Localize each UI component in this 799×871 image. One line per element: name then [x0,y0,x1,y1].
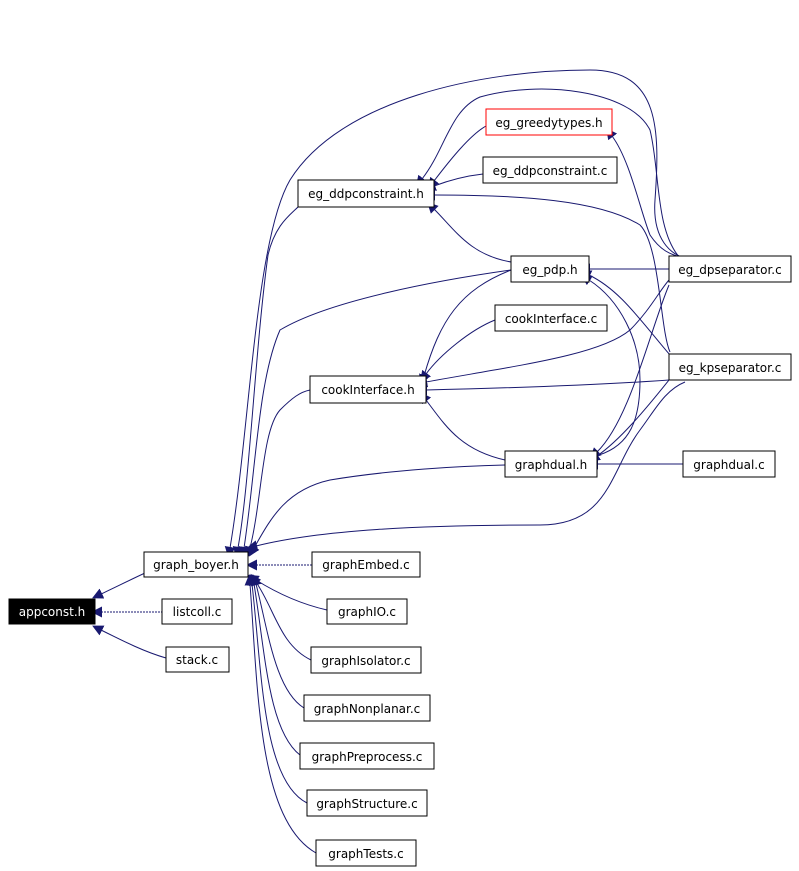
node-label: cookInterface.h [321,383,414,397]
edge-eg-dpseparator-to-cookinterface-h [416,279,670,388]
node-graph-boyer-h[interactable]: graph_boyer.h [143,551,249,578]
node-graphnonplanar-c[interactable]: graphNonplanar.c [303,694,431,722]
edge-graphio-to-graph-boyer [247,574,328,611]
node-label: eg_ddpconstraint.h [308,187,424,201]
node-label: eg_greedytypes.h [495,116,602,130]
node-eg-ddpconstraint-h[interactable]: eg_ddpconstraint.h [297,179,435,208]
edge-eg-kpseparator-to-pdp [580,270,671,356]
edge-eg-kpseparator-to-ddpconstraint-h [424,189,671,353]
edge-graphpreprocess-to-graph-boyer [248,574,301,756]
edge-eg-greedytypes-to-ddpconstraint-h [427,125,487,189]
node-label: eg_ddpconstraint.c [493,164,608,178]
node-graphembed-c[interactable]: graphEmbed.c [311,551,421,578]
node-label: cookInterface.c [505,312,597,326]
node-eg-ddpconstraint-c[interactable]: eg_ddpconstraint.c [482,156,618,184]
edge-eg-dpseparator-to-graph-boyer [224,69,686,558]
node-graphpreprocess-c[interactable]: graphPreprocess.c [299,742,435,770]
node-label: stack.c [176,653,218,667]
node-graphstructure-c[interactable]: graphStructure.c [306,789,428,817]
edge-graphnonplanar-to-graph-boyer [250,574,305,709]
edge-eg-kpseparator-to-cookinterface-h [416,379,670,396]
edge-eg-kpseparator-to-graphdual-h [588,379,670,462]
edge-cookinterface-c-to-h [420,319,496,382]
edge-cookinterface-to-graph-boyer [244,389,311,558]
node-label: graphNonplanar.c [314,702,421,716]
node-label: graphdual.c [693,458,764,472]
node-label: graphStructure.c [316,797,417,811]
edge-eg-pdp-to-graph-boyer [238,269,512,558]
node-label: graphIsolator.c [321,654,410,668]
edge-eg-pdp-to-cookinterface-h [419,269,512,386]
node-cookinterface-c[interactable]: cookInterface.c [494,304,608,332]
edge-graphdual-h-to-cookinterface-h [420,392,506,461]
edge-eg-dpseparator-to-greedytypes [606,128,686,259]
node-label: eg_kpseparator.c [679,361,782,375]
node-eg-pdp-h[interactable]: eg_pdp.h [510,255,590,283]
edge-graphisolator-to-graph-boyer [250,573,312,661]
node-label: graphEmbed.c [322,558,409,572]
node-graphdual-c[interactable]: graphdual.c [682,450,776,478]
node-eg-dpseparator-c[interactable]: eg_dpseparator.c [668,255,792,283]
node-label: eg_dpseparator.c [678,263,781,277]
node-listcoll-c[interactable]: listcoll.c [161,598,233,625]
node-label: graphTests.c [328,847,403,861]
edge-graphdual-h-to-pdp [580,274,641,456]
node-stack-c[interactable]: stack.c [165,646,230,673]
node-eg-kpseparator-c[interactable]: eg_kpseparator.c [668,353,792,381]
edge-eg-dpseparator-to-ddpconstraint-h [415,88,681,259]
edge-stack-to-appconst [92,625,167,659]
node-label: graphIO.c [338,605,396,619]
edge-eg-ddpconstraint-to-graph-boyer [232,206,299,558]
node-label: appconst.h [19,605,86,619]
node-label: listcoll.c [173,605,222,619]
edge-eg-pdp-to-ddpconstraint-h [427,201,512,263]
node-label: graph_boyer.h [153,558,239,572]
node-graphio-c[interactable]: graphIO.c [326,598,408,625]
edge-graphtests-to-graph-boyer [244,574,317,854]
node-label: graphdual.h [515,458,587,472]
node-label: eg_pdp.h [522,263,577,277]
node-graphdual-h[interactable]: graphdual.h [504,450,598,478]
edge-graphdual-to-graph-boyer [249,464,506,557]
edge-eg-kpseparator-to-graph-boyer [246,381,686,552]
edge-eg-ddpconstraint-c-to-h [424,173,484,191]
edge-eg-dpseparator-to-graphdual-h [589,284,670,459]
edge-graphstructure-to-graph-boyer [246,574,308,804]
node-eg-greedytypes-h[interactable]: eg_greedytypes.h [485,108,613,136]
node-graphtests-c[interactable]: graphTests.c [315,839,417,867]
node-graphisolator-c[interactable]: graphIsolator.c [310,646,422,674]
node-appconst-h[interactable]: appconst.h [8,598,96,625]
node-cookinterface-h[interactable]: cookInterface.h [309,375,427,404]
node-label: graphPreprocess.c [312,750,423,764]
